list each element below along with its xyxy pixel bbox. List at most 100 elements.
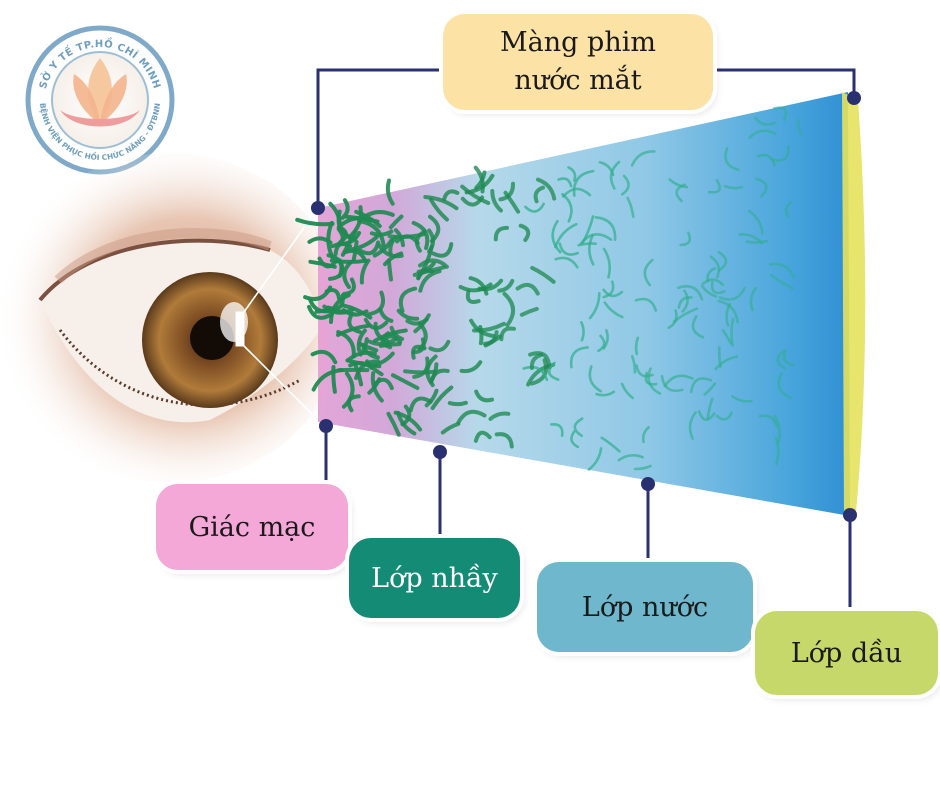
- mucin-fiber: [747, 209, 764, 236]
- mucin-fiber: [424, 388, 439, 408]
- mucin-fiber: [602, 288, 624, 298]
- mucin-fiber: [681, 289, 689, 313]
- mucin-fiber: [643, 258, 654, 287]
- mucin-fiber: [756, 153, 776, 167]
- mucin-fiber: [396, 308, 420, 321]
- mucin-fiber: [378, 342, 402, 348]
- mucin-fiber: [602, 280, 615, 299]
- mucin-fiber: [465, 289, 481, 304]
- mucin-fiber: [725, 302, 732, 327]
- mucin-fiber: [668, 178, 689, 189]
- mucin-fiber: [342, 260, 353, 290]
- mucin-fiber: [411, 220, 430, 251]
- mucin-fiber: [427, 228, 436, 254]
- hospital-logo: SỞ Y TẾ TP.HỒ CHÍ MINH BỆNH VIỆN PHỤC HỒ…: [25, 25, 175, 175]
- mucin-fiber: [748, 129, 777, 139]
- mucin-fiber: [536, 177, 557, 201]
- mucin-fiber: [602, 329, 609, 350]
- mucin-fiber: [609, 160, 621, 190]
- mucin-fiber: [447, 400, 468, 407]
- mucin-fiber: [359, 219, 386, 248]
- mucin-fiber: [408, 396, 433, 413]
- mucin-fiber: [503, 190, 521, 214]
- mucin-fiber: [588, 292, 601, 320]
- mucin-fiber: [460, 195, 485, 207]
- mucin-fiber: [347, 311, 362, 334]
- mucin-fiber: [340, 198, 350, 220]
- mucin-fiber: [717, 251, 728, 272]
- mucin-fibers: [295, 106, 803, 471]
- mucin-fiber: [547, 361, 560, 381]
- mucin-fiber: [745, 239, 769, 244]
- lotus-icon: [60, 58, 140, 127]
- mucin-fiber: [530, 265, 556, 284]
- mucin-fiber: [482, 330, 499, 346]
- mucin-fiber: [494, 432, 514, 449]
- mucin-fiber: [724, 147, 740, 172]
- mucin-fiber: [769, 273, 795, 290]
- mucin-fiber: [663, 374, 694, 388]
- mucin-fiber: [456, 409, 487, 425]
- mucin-fiber: [562, 187, 592, 198]
- mucin-fiber: [688, 411, 697, 440]
- mucin-fiber: [717, 299, 739, 324]
- mucin-fiber: [493, 225, 509, 242]
- mucin-fiber: [474, 170, 487, 190]
- mucin-fiber: [367, 377, 382, 395]
- mucin-fiber: [620, 174, 630, 196]
- mucin-fiber: [488, 411, 511, 421]
- mucin-fiber: [626, 196, 635, 218]
- mucin-fiber: [524, 202, 545, 213]
- mucin-fiber: [718, 286, 746, 301]
- mucin-fiber: [331, 365, 337, 394]
- mucin-fiber: [784, 201, 793, 218]
- mucin-fiber: [580, 321, 585, 342]
- mucin-fiber: [478, 325, 484, 346]
- mucin-fiber: [691, 315, 705, 339]
- mucin-fiber: [644, 371, 658, 386]
- mucin-fiber: [701, 278, 725, 286]
- mucin-fiber: [700, 284, 718, 298]
- mucin-fiber: [515, 282, 540, 296]
- mucin-fiber: [558, 242, 579, 256]
- mucin-fiber: [418, 269, 442, 293]
- mucin-fiber: [677, 284, 704, 301]
- mucin-fiber: [473, 430, 492, 443]
- mucin-fiber: [522, 365, 549, 382]
- mucin-fiber: [378, 308, 394, 323]
- mucin-fiber: [710, 281, 726, 295]
- mucin-fiber: [723, 184, 744, 190]
- mucin-fiber: [400, 404, 412, 427]
- mucin-fiber: [715, 411, 733, 421]
- mucin-fiber: [641, 426, 650, 444]
- tear-film-title: Màng phim nước mắt: [443, 14, 713, 110]
- mucin-fiber: [341, 371, 355, 409]
- tear-film-wedge: [295, 92, 866, 516]
- mucin-fiber: [773, 414, 781, 444]
- mucin-fiber: [533, 185, 545, 204]
- mucin-fiber: [754, 116, 776, 126]
- mucin-fiber: [749, 286, 757, 312]
- mucin-fiber: [430, 385, 454, 411]
- mucin-fiber: [631, 355, 637, 374]
- mucin-fiber: [356, 328, 367, 352]
- mucin-fiber: [405, 317, 429, 326]
- mucin-fiber: [594, 216, 617, 241]
- mucin-fiber: [550, 423, 564, 437]
- mucin-fiber: [660, 374, 684, 392]
- cornea-label: Giác mạc: [156, 484, 348, 570]
- mucin-fiber: [581, 215, 595, 244]
- mucin-fiber: [730, 317, 735, 347]
- mucin-fiber: [329, 258, 368, 264]
- mucin-fiber: [587, 447, 603, 471]
- mucin-fiber: [387, 232, 426, 239]
- mucin-fiber: [429, 368, 450, 384]
- mucin-fiber: [634, 336, 640, 356]
- mucin-fiber: [603, 301, 624, 319]
- mucus-layer-label: Lớp nhầy: [349, 538, 520, 618]
- mucin-fiber: [769, 262, 795, 279]
- mucin-fiber: [357, 240, 381, 256]
- mucin-fiber: [572, 169, 595, 197]
- mucin-fiber: [333, 242, 353, 256]
- mucin-fiber: [518, 223, 531, 242]
